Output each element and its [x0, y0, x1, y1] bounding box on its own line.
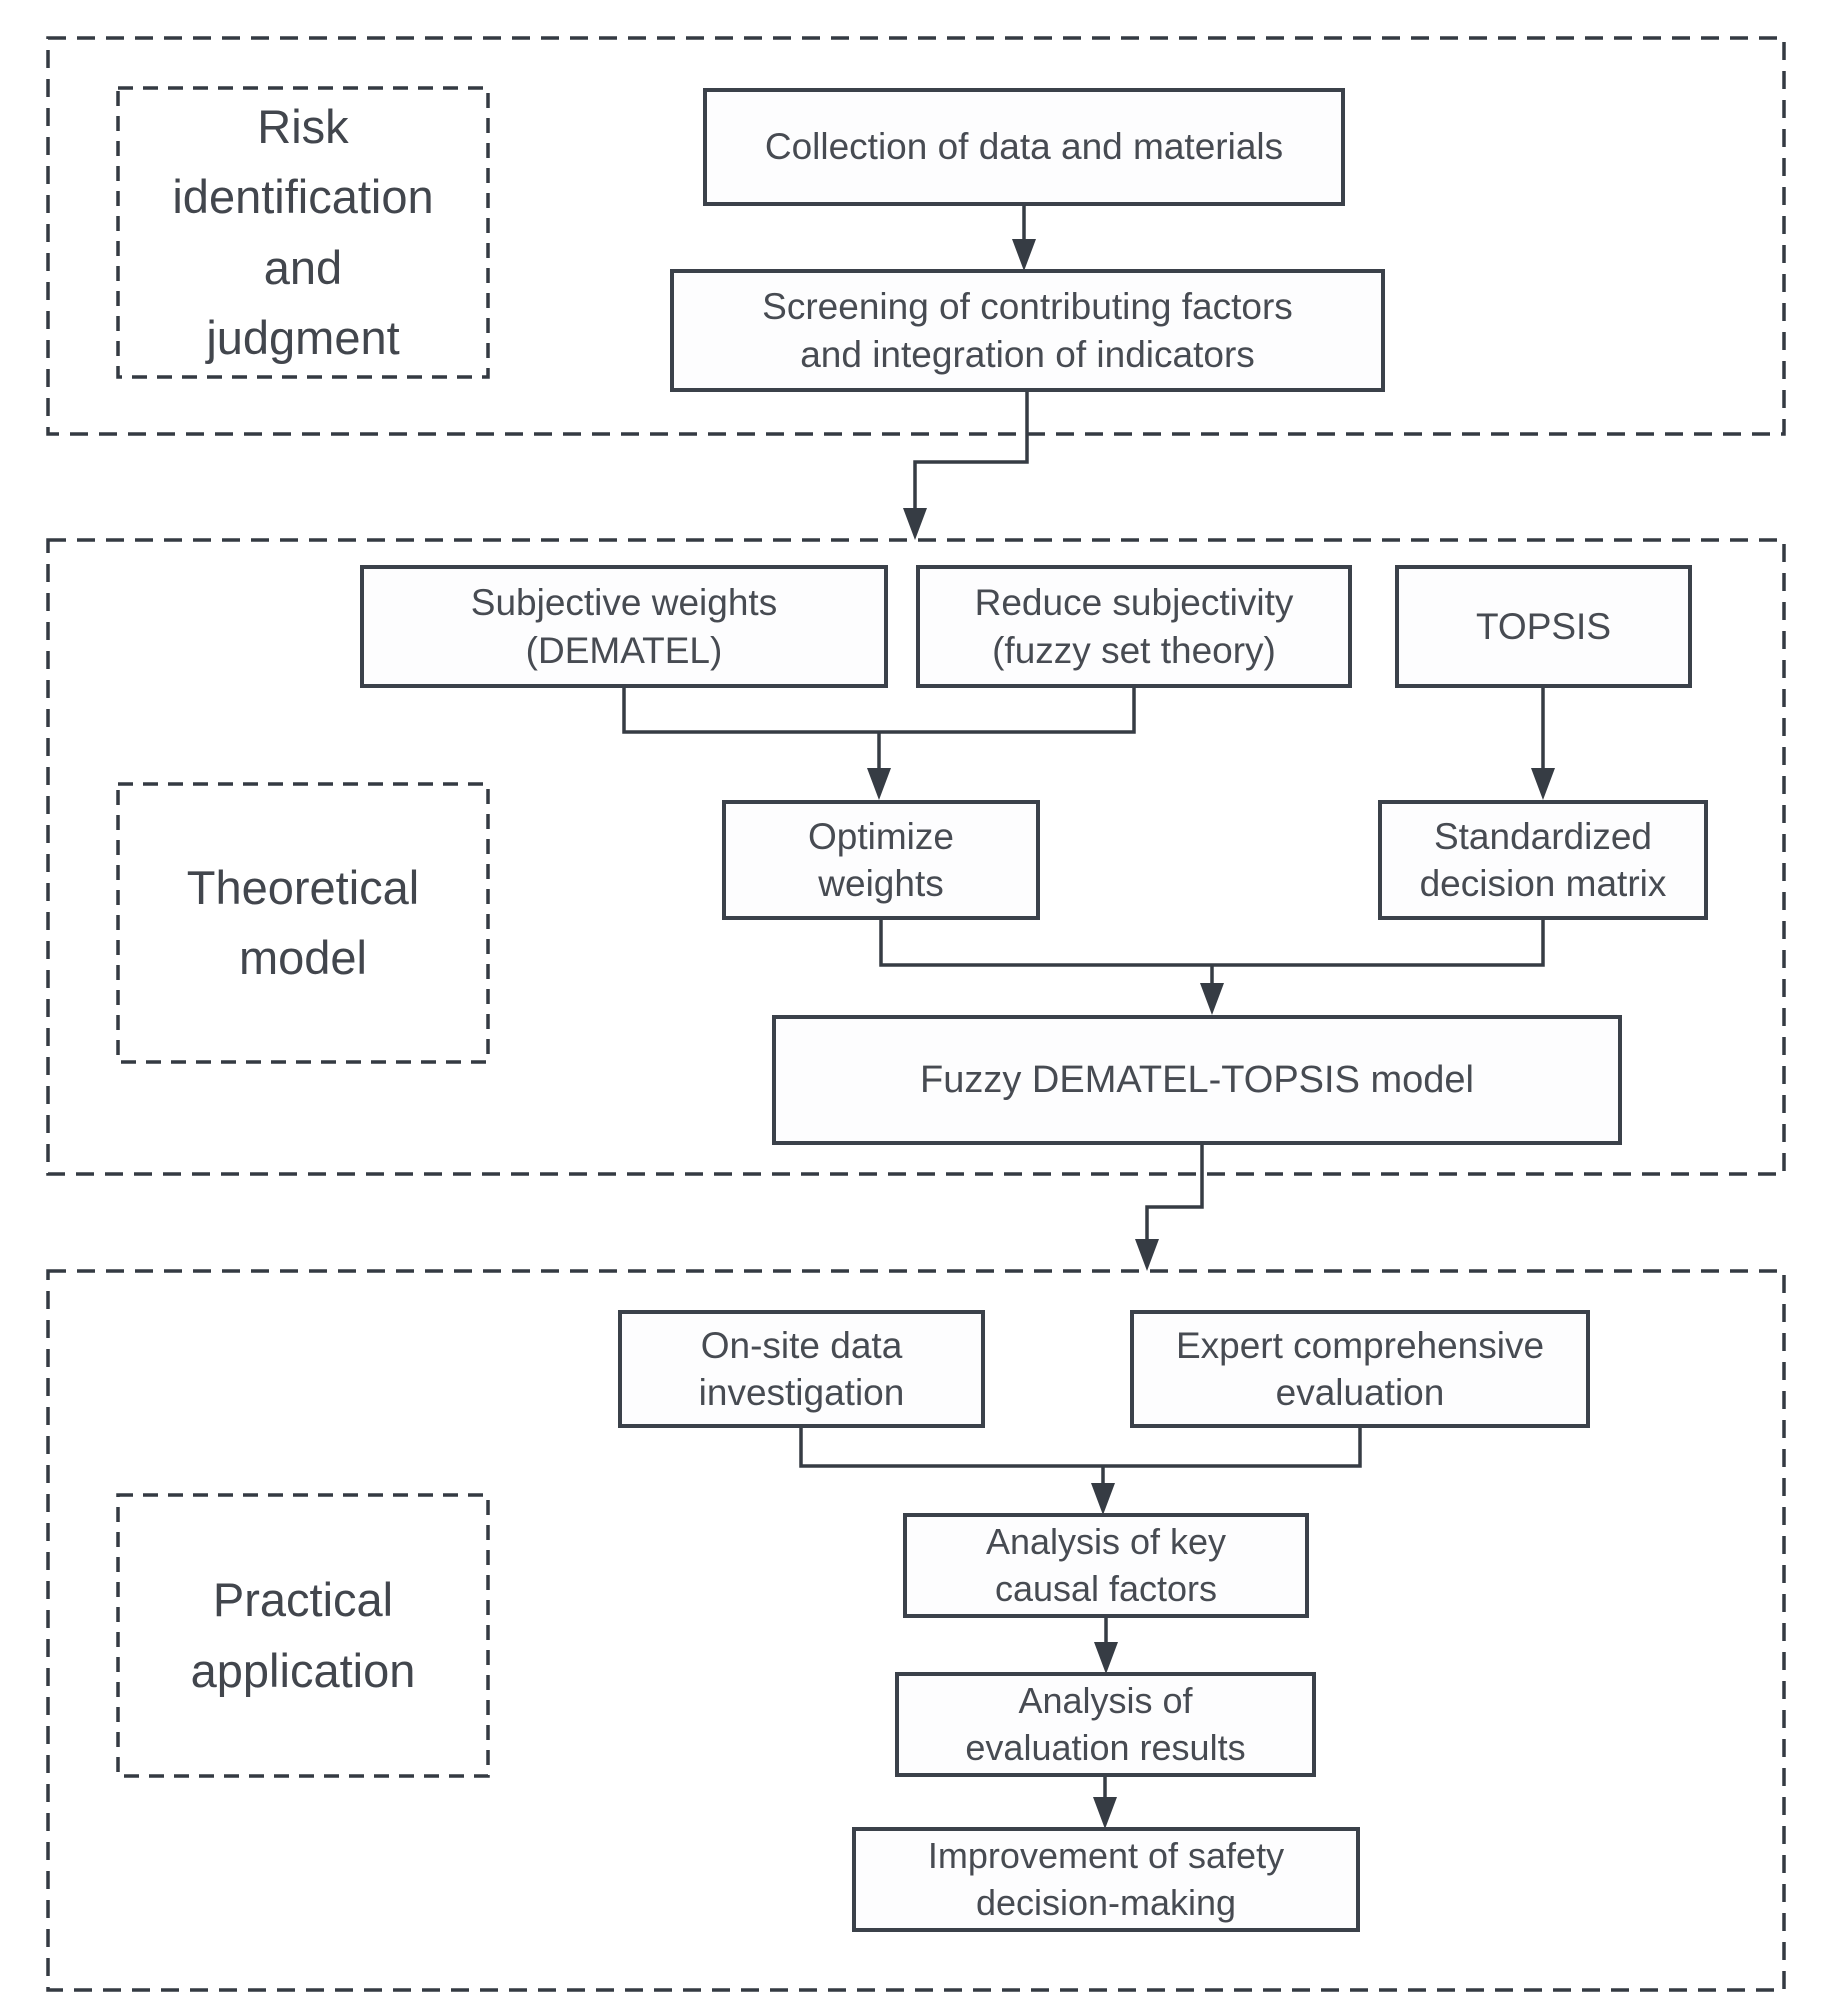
node-collection-of-data: Collection of data and materials	[703, 88, 1345, 206]
section-frame-risk	[46, 36, 1786, 436]
arrow-factors-to-results	[1094, 1618, 1118, 1674]
node-optimize-weights: Optimize weights	[722, 800, 1040, 920]
node-safety-improvement: Improvement of safety decision-making	[852, 1827, 1360, 1932]
section-frame-practical	[46, 1269, 1786, 1992]
node-standardized-matrix: Standardized decision matrix	[1378, 800, 1708, 920]
label-frame-practical	[116, 1493, 490, 1778]
node-fuzzy-dematel-topsis-model: Fuzzy DEMATEL-TOPSIS model	[772, 1015, 1622, 1145]
node-topsis: TOPSIS	[1395, 565, 1692, 688]
section-frame-theoretical	[46, 538, 1786, 1176]
arrow-model-to-practical	[1135, 1145, 1204, 1271]
section-label-risk: Risk identification and judgment	[172, 99, 434, 365]
arrow-topsis-to-matrix	[1531, 688, 1555, 800]
node-key-causal-factors: Analysis of key causal factors	[903, 1513, 1309, 1618]
node-onsite-investigation: On-site data investigation	[618, 1310, 985, 1428]
label-frame-theoretical	[116, 782, 490, 1064]
merge-onsite-expert	[799, 1428, 1362, 1515]
label-frame-risk	[116, 86, 490, 379]
node-evaluation-results: Analysis of evaluation results	[895, 1672, 1316, 1777]
merge-weights-subjectivity	[622, 688, 1136, 800]
section-label-theoretical: Theoretical model	[186, 860, 420, 985]
node-expert-evaluation: Expert comprehensive evaluation	[1130, 1310, 1590, 1428]
node-reduce-subjectivity: Reduce subjectivity (fuzzy set theory)	[916, 565, 1352, 688]
section-label-practical: Practical application	[190, 1573, 416, 1697]
arrow-screening-to-theoretical	[903, 392, 1029, 540]
arrow-results-to-improvement	[1093, 1777, 1117, 1829]
arrow-collection-to-screening	[1012, 206, 1036, 271]
merge-weights-matrix	[879, 920, 1545, 1015]
node-subjective-weights: Subjective weights (DEMATEL)	[360, 565, 888, 688]
node-screening-of-factors: Screening of contributing factors and in…	[670, 269, 1385, 392]
